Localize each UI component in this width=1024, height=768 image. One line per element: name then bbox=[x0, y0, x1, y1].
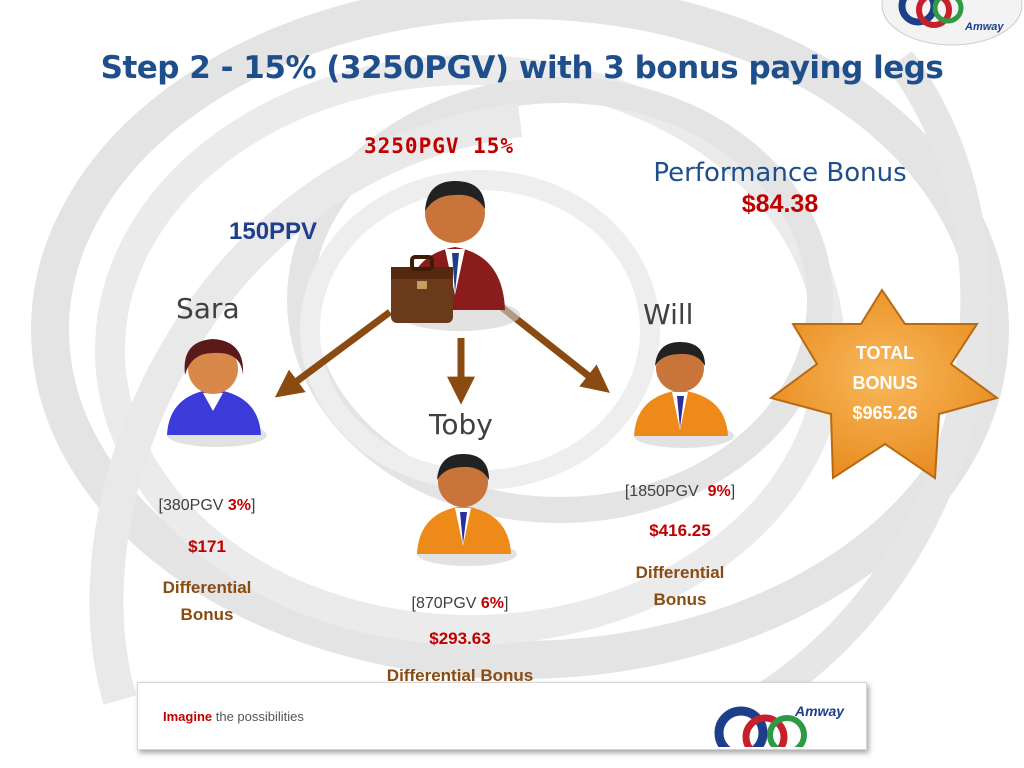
will-pgv-value: 1850PGV bbox=[629, 483, 699, 500]
sara-amount: $171 bbox=[188, 537, 226, 556]
footer-highlight: Imagine bbox=[163, 709, 213, 724]
leg-name-sara: Sara bbox=[176, 292, 240, 325]
footer-rest: the possibilities bbox=[212, 709, 304, 724]
toby-person-icon bbox=[417, 454, 517, 566]
footer-tagline: Imagine the possibilities bbox=[163, 709, 304, 724]
top-pgv-label: 3250PGV 15% bbox=[364, 134, 515, 158]
sara-percent: 3% bbox=[227, 497, 252, 514]
toby-pgv-value: 870PGV bbox=[415, 595, 477, 612]
footer-amway-rings-icon bbox=[714, 706, 807, 747]
performance-bonus: Performance Bonus $84.38 bbox=[630, 158, 930, 219]
will-amount: $416.25 bbox=[649, 521, 711, 540]
total-bonus-text: TOTAL BONUS $965.26 bbox=[805, 338, 965, 428]
toby-pgv: [870PGV 6%] bbox=[411, 595, 509, 612]
sara-bonus-type: Differential Bonus bbox=[137, 574, 277, 628]
footer-brand: Amway bbox=[795, 703, 845, 719]
performance-bonus-amount: $84.38 bbox=[741, 190, 819, 218]
footer-banner: Imagine the possibilities Amway bbox=[137, 682, 867, 750]
arrow-to-sara bbox=[274, 309, 393, 398]
ppv-label: 150PPV bbox=[229, 218, 318, 245]
will-pgv: [1850PGV 9%] bbox=[624, 483, 736, 500]
leg-name-will: Will bbox=[643, 298, 694, 331]
will-percent: 9% bbox=[707, 483, 731, 500]
top-logo-brand: Amway bbox=[965, 21, 1004, 33]
performance-bonus-label: Performance Bonus bbox=[653, 158, 907, 188]
will-bonus-line2: Bonus bbox=[653, 590, 707, 609]
toby-percent: 6% bbox=[480, 595, 505, 612]
total-bonus-line2: BONUS bbox=[852, 373, 918, 393]
slide-title: Step 2 - 15% (3250PGV) with 3 bonus payi… bbox=[100, 50, 944, 86]
leg-name-toby: Toby bbox=[429, 408, 493, 441]
will-bonus-line1: Differential bbox=[635, 563, 725, 582]
will-bonus-type: Differential Bonus bbox=[600, 559, 760, 613]
top-logo: Amway bbox=[880, 0, 1024, 48]
total-bonus-amount: $965.26 bbox=[852, 403, 918, 423]
leader-person-icon bbox=[391, 181, 520, 331]
toby-amount: $293.63 bbox=[429, 629, 491, 648]
sara-pgv: [380PGV 3%] bbox=[158, 497, 256, 514]
sara-person-icon bbox=[167, 339, 267, 447]
will-person-icon bbox=[634, 342, 734, 448]
sara-bonus-line1: Differential bbox=[162, 578, 252, 597]
sara-bonus-line2: Bonus bbox=[180, 605, 234, 624]
sara-pgv-value: 380PGV bbox=[162, 497, 224, 514]
total-bonus-line1: TOTAL bbox=[855, 343, 915, 363]
amway-rings-logo-icon bbox=[881, 0, 1023, 46]
total-bonus-star bbox=[768, 288, 1000, 480]
toby-bonus-type: Differential Bonus bbox=[386, 666, 534, 685]
